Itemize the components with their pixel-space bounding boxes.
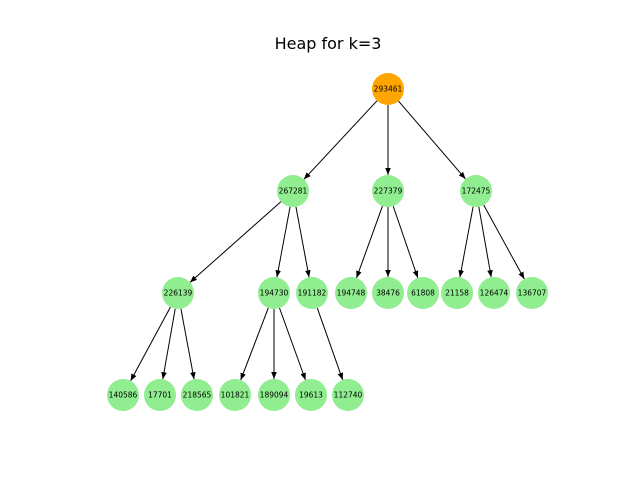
node-label: 172475 bbox=[462, 187, 491, 196]
node-circle bbox=[107, 379, 139, 411]
heap-node: 112740 bbox=[332, 379, 364, 411]
heap-edge bbox=[130, 306, 171, 382]
node-label: 267281 bbox=[279, 187, 308, 196]
heap-node: 136707 bbox=[516, 277, 548, 309]
heap-edge bbox=[180, 308, 196, 380]
heap-node: 172475 bbox=[460, 175, 492, 207]
heap-edge bbox=[483, 204, 525, 280]
heap-edge bbox=[303, 100, 378, 180]
heap-node: 189094 bbox=[258, 379, 290, 411]
node-label: 101821 bbox=[221, 391, 250, 400]
node-label: 293461 bbox=[374, 85, 403, 94]
node-label: 218565 bbox=[183, 391, 212, 400]
heap-node: 191182 bbox=[296, 277, 328, 309]
node-label: 194730 bbox=[260, 289, 289, 298]
node-layer: 293461 267281 227379 172475 226139 194730 1911… bbox=[107, 73, 548, 411]
heap-edge bbox=[275, 206, 291, 278]
heap-node: 194730 bbox=[258, 277, 290, 309]
heap-edge bbox=[392, 205, 419, 279]
heap-node: 267281 bbox=[277, 175, 309, 207]
node-label: 19613 bbox=[299, 391, 323, 400]
heap-node: 61808 bbox=[407, 277, 439, 309]
heap-edge bbox=[279, 307, 306, 381]
node-label: 136707 bbox=[518, 289, 547, 298]
heap-node: 17701 bbox=[144, 379, 176, 411]
node-circle bbox=[441, 277, 473, 309]
node-circle bbox=[219, 379, 251, 411]
heap-edge bbox=[295, 206, 311, 278]
node-circle bbox=[258, 379, 290, 411]
node-circle bbox=[332, 379, 364, 411]
node-label: 189094 bbox=[260, 391, 289, 400]
node-circle bbox=[258, 277, 290, 309]
node-label: 38476 bbox=[376, 289, 400, 298]
diagram-title: Heap for k=3 bbox=[275, 34, 382, 53]
heap-edge bbox=[356, 205, 383, 279]
node-circle bbox=[372, 73, 404, 105]
node-circle bbox=[144, 379, 176, 411]
node-label: 227379 bbox=[374, 187, 403, 196]
node-label: 194748 bbox=[337, 289, 366, 298]
node-circle bbox=[407, 277, 439, 309]
node-circle bbox=[372, 175, 404, 207]
heap-node: 21158 bbox=[441, 277, 473, 309]
node-label: 126474 bbox=[480, 289, 509, 298]
heap-edge bbox=[161, 308, 176, 380]
node-label: 226139 bbox=[164, 289, 193, 298]
edge-layer bbox=[130, 100, 525, 382]
heap-node: 226139 bbox=[162, 277, 194, 309]
heap-edge bbox=[240, 307, 269, 381]
heap-root-node: 293461 bbox=[372, 73, 404, 105]
heap-node: 101821 bbox=[219, 379, 251, 411]
node-label: 140586 bbox=[109, 391, 138, 400]
node-circle bbox=[460, 175, 492, 207]
heap-edge bbox=[316, 307, 344, 381]
node-circle bbox=[162, 277, 194, 309]
heap-edge bbox=[458, 206, 474, 278]
heap-edge bbox=[189, 201, 282, 283]
node-circle bbox=[372, 277, 404, 309]
node-circle bbox=[295, 379, 327, 411]
heap-node: 140586 bbox=[107, 379, 139, 411]
heap-edge bbox=[478, 206, 493, 278]
node-circle bbox=[335, 277, 367, 309]
heap-node: 126474 bbox=[478, 277, 510, 309]
node-label: 191182 bbox=[298, 289, 327, 298]
heap-node: 38476 bbox=[372, 277, 404, 309]
node-circle bbox=[296, 277, 328, 309]
node-label: 61808 bbox=[411, 289, 435, 298]
heap-edge bbox=[398, 100, 466, 180]
heap-node: 227379 bbox=[372, 175, 404, 207]
heap-node: 218565 bbox=[181, 379, 213, 411]
node-circle bbox=[478, 277, 510, 309]
node-label: 112740 bbox=[334, 391, 363, 400]
heap-node: 19613 bbox=[295, 379, 327, 411]
node-label: 17701 bbox=[148, 391, 172, 400]
node-circle bbox=[516, 277, 548, 309]
heap-node: 194748 bbox=[335, 277, 367, 309]
node-circle bbox=[277, 175, 309, 207]
node-label: 21158 bbox=[445, 289, 469, 298]
node-circle bbox=[181, 379, 213, 411]
